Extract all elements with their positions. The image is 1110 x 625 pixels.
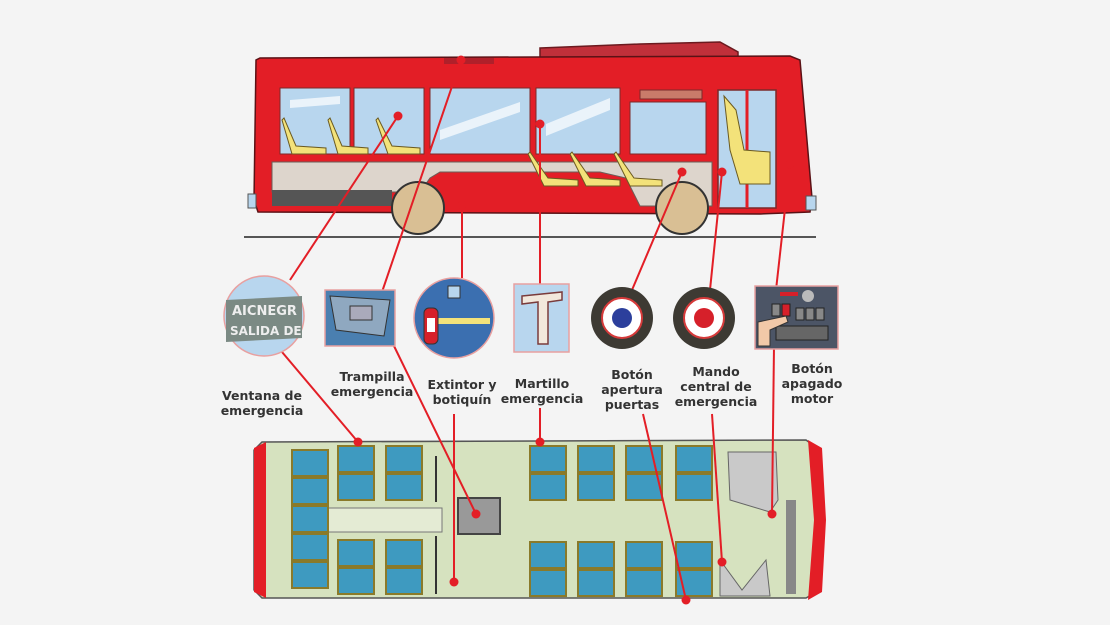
seat xyxy=(625,541,663,569)
fire-extinguisher-icon xyxy=(413,277,495,359)
seat xyxy=(291,533,329,561)
seat xyxy=(385,567,423,595)
side-seats xyxy=(281,94,771,187)
svg-text:AICNEGR: AICNEGR xyxy=(232,304,297,319)
roof-hatch-side xyxy=(444,58,494,64)
seat xyxy=(337,473,375,501)
line-trampilla-bottom xyxy=(393,345,477,515)
seat xyxy=(337,539,375,567)
seat xyxy=(385,473,423,501)
emergency-window-icon: AICNEGR SALIDA DE xyxy=(223,275,305,357)
label-mando-central-emergencia: Mando central de emergencia xyxy=(674,364,758,409)
front-red-edge xyxy=(808,440,826,600)
line-apagado-bottom xyxy=(771,345,775,515)
emergency-hammer-icon xyxy=(513,283,570,353)
skirt-left xyxy=(272,190,392,206)
line-apagado-top xyxy=(775,163,791,291)
top-seats xyxy=(291,445,713,597)
seat xyxy=(291,477,329,505)
seat xyxy=(625,445,663,473)
bus-side-view xyxy=(244,41,817,238)
line-ventana-top xyxy=(289,115,399,281)
line-apertura-top xyxy=(631,171,683,291)
label-boton-apagado-motor: Botón apagado motor xyxy=(781,361,843,406)
svg-text:SALIDA DE: SALIDA DE xyxy=(230,324,302,338)
seat xyxy=(577,473,615,501)
seat xyxy=(625,569,663,597)
seat xyxy=(577,569,615,597)
roof-hatch-icon xyxy=(324,289,396,347)
rear-wheel xyxy=(391,181,445,235)
front-bumper xyxy=(805,195,817,211)
rear-red-edge xyxy=(254,442,266,598)
seat xyxy=(291,561,329,589)
seat xyxy=(675,541,713,569)
seat xyxy=(625,473,663,501)
label-trampilla-emergencia: Trampilla emergencia xyxy=(330,369,414,399)
label-boton-apertura-puertas: Botón apertura puertas xyxy=(601,367,663,412)
central-emergency-button-icon xyxy=(673,287,735,349)
bus-top-view xyxy=(253,439,826,600)
rear-bumper xyxy=(247,193,257,209)
seat xyxy=(529,541,567,569)
line-trampilla-top xyxy=(381,59,462,293)
engine-stop-panel-icon xyxy=(754,285,839,350)
seat xyxy=(529,473,567,501)
seat xyxy=(675,473,713,501)
seat xyxy=(291,449,329,477)
seat xyxy=(675,445,713,473)
line-mando-bottom xyxy=(711,413,723,563)
seat xyxy=(529,445,567,473)
line-apertura-bottom xyxy=(642,413,687,601)
line-ventana-bottom xyxy=(281,351,359,443)
seat xyxy=(577,445,615,473)
label-extintor-botiquin: Extintor y botiquín xyxy=(427,377,497,407)
door-open-button-icon xyxy=(591,287,653,349)
seat xyxy=(337,445,375,473)
leader-dots xyxy=(353,55,795,605)
leader-lines xyxy=(281,59,791,601)
seat xyxy=(291,505,329,533)
front-door-rail xyxy=(786,500,796,594)
seat xyxy=(385,445,423,473)
front-wheel xyxy=(655,181,709,235)
seat xyxy=(577,541,615,569)
driver-seat xyxy=(727,451,779,513)
line-mando-top xyxy=(709,171,723,291)
seat xyxy=(529,569,567,597)
label-ventana-emergencia: Ventana de emergencia xyxy=(220,388,304,418)
seat xyxy=(337,567,375,595)
seat xyxy=(385,539,423,567)
door-step xyxy=(719,558,771,597)
label-martillo-emergencia: Martillo emergencia xyxy=(500,376,584,406)
